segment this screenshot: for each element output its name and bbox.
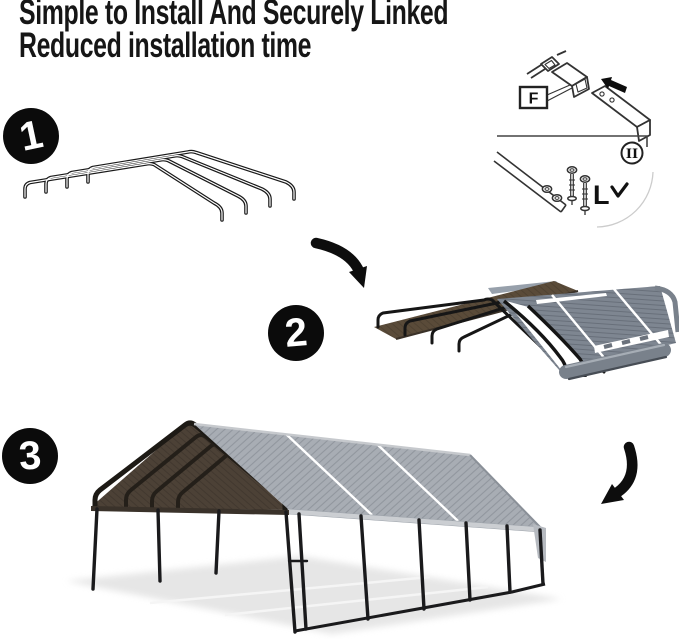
arrow-step1-to-step2-icon [310, 237, 367, 288]
ground-shadow [66, 556, 562, 634]
bracket-label: L [593, 180, 610, 210]
step-3-badge: 3 [2, 428, 58, 484]
step1-frame-illustration [23, 149, 296, 222]
slide-direction-arrow-icon [601, 77, 627, 93]
bolt-icon [566, 166, 578, 205]
part-f-label-box [518, 85, 549, 110]
step3-finished-carport-illustration [66, 420, 562, 634]
step-1-badge: 1 [3, 108, 59, 164]
step-2-badge: 2 [268, 305, 324, 361]
check-chevron-glyph [610, 182, 629, 198]
bolt-icon [579, 175, 591, 215]
section-two-bubble [620, 141, 644, 165]
section-two-label: II [626, 147, 638, 162]
step2-partial-roof-illustration [374, 281, 679, 381]
part-f-label: F [529, 91, 539, 108]
headline-line1: Simple to Install And Securely Linked [19, 0, 449, 32]
headline-line2: Reduced installation time [19, 26, 312, 65]
headline: Simple to Install And Securely Linked Re… [19, 0, 449, 65]
connection-detail-inset: F II [493, 50, 654, 228]
arrow-step2-to-step3-icon [601, 441, 638, 504]
